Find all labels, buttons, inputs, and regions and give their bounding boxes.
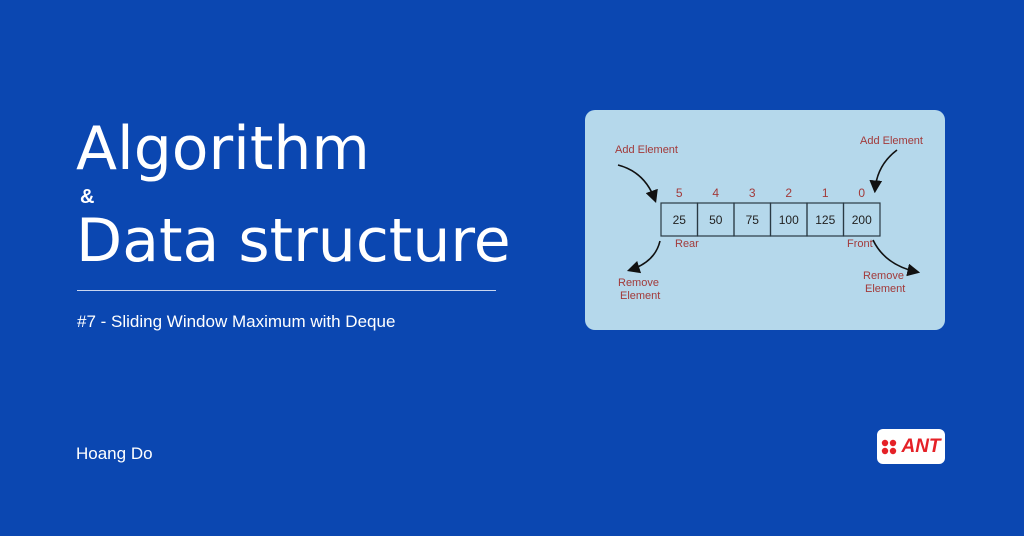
deque-value: 100 xyxy=(779,213,799,227)
deque-cell xyxy=(842,202,881,237)
add-left-arrow xyxy=(617,164,658,204)
author: Hoang Do xyxy=(76,444,153,463)
deque-index: 4 xyxy=(712,186,719,200)
remove-right-arrow xyxy=(872,239,921,277)
subtitle: #7 - Sliding Window Maximum with Deque xyxy=(77,312,396,331)
deque-index: 5 xyxy=(676,186,683,200)
deque-value: 25 xyxy=(673,213,687,227)
remove-left-line2: Element xyxy=(620,290,660,302)
divider xyxy=(77,290,496,291)
remove-right-line1: Remove xyxy=(863,270,904,282)
front-label: Front xyxy=(847,238,873,250)
deque-value: 125 xyxy=(815,213,835,227)
deque-diagram: Add Element Add Element Rear Front Remov… xyxy=(585,110,945,330)
deque-value: 50 xyxy=(709,213,723,227)
deque-index: 2 xyxy=(785,186,792,200)
rear-label: Rear xyxy=(675,238,699,250)
logo-icon xyxy=(882,439,897,454)
ampersand: & xyxy=(80,186,95,208)
deque-value: 200 xyxy=(852,213,872,227)
add-element-right-label: Add Element xyxy=(860,135,923,147)
deque-svg: Add Element Add Element Rear Front Remov… xyxy=(615,135,923,302)
remove-left-arrow xyxy=(626,240,661,274)
deque-index: 1 xyxy=(822,186,829,200)
ant-logo: ANT xyxy=(877,429,945,464)
title-line-2: Data structure xyxy=(76,206,511,276)
remove-left-line1: Remove xyxy=(618,277,659,289)
deque-value: 75 xyxy=(746,213,760,227)
title-line-1: Algorithm xyxy=(76,114,370,184)
add-right-arrow xyxy=(869,149,898,194)
add-element-left-label: Add Element xyxy=(615,144,678,156)
deque-index: 0 xyxy=(858,186,865,200)
deque-index: 3 xyxy=(749,186,756,200)
remove-right-line2: Element xyxy=(865,283,905,295)
logo-text: ANT xyxy=(901,435,941,457)
